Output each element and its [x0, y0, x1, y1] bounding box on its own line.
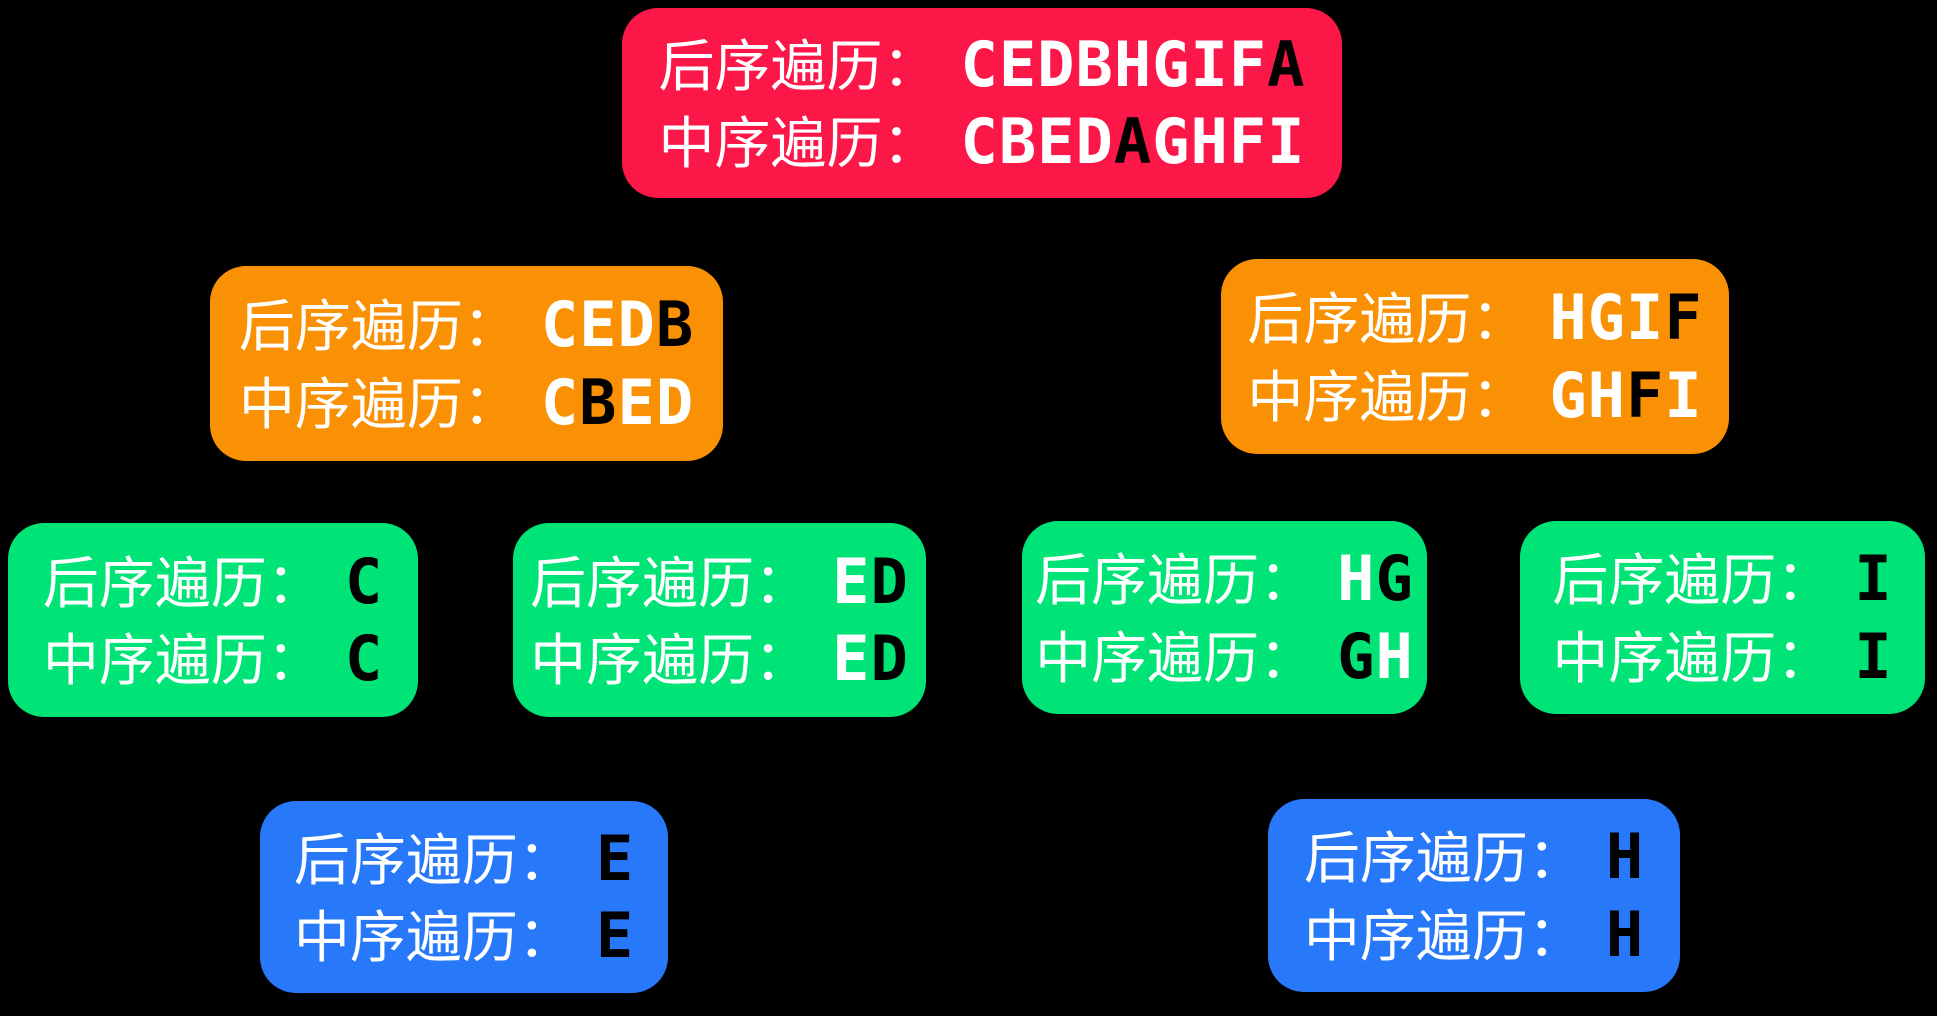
inorder-label: 中序遍历： — [238, 372, 519, 436]
postorder-letters: HG — [1337, 542, 1414, 615]
node-leaf-i: 后序遍历： I 中序遍历： I — [1520, 521, 1925, 714]
inorder-line: 中序遍历： ED — [530, 624, 909, 693]
letter-run: CEDBHGIF — [960, 27, 1268, 101]
highlighted-letter: E — [595, 821, 635, 895]
letter-run: HGI — [1549, 281, 1665, 355]
postorder-label: 后序遍历： — [238, 295, 519, 359]
inorder-letters: ED — [832, 622, 909, 695]
letter-run: CED — [540, 288, 656, 362]
inorder-label: 中序遍历： — [1552, 626, 1833, 690]
postorder-line: 后序遍历： ED — [530, 545, 909, 618]
highlighted-letter: F — [1626, 358, 1665, 432]
letter-run: GH — [1549, 358, 1626, 432]
postorder-label: 后序遍历： — [530, 551, 811, 615]
inorder-line: 中序遍历： CBEDAGHFI — [659, 107, 1306, 176]
highlighted-letter: D — [870, 622, 909, 695]
inorder-label: 中序遍历： — [1303, 904, 1584, 968]
letter-run: CBED — [960, 105, 1114, 178]
postorder-label: 后序遍历： — [1303, 827, 1584, 891]
highlighted-letter: F — [1664, 281, 1703, 355]
inorder-line: 中序遍历： C — [43, 624, 383, 693]
inorder-letters: C — [345, 622, 383, 695]
postorder-letters: ED — [832, 545, 909, 618]
highlighted-letter: D — [870, 544, 909, 618]
highlighted-letter: C — [344, 544, 384, 618]
postorder-letters: H — [1606, 820, 1644, 893]
inorder-letters: E — [596, 899, 634, 972]
inorder-letters: CBED — [541, 366, 694, 439]
postorder-label: 后序遍历： — [42, 551, 323, 615]
inorder-line: 中序遍历： E — [294, 901, 634, 970]
node-leaf-h: 后序遍历： H 中序遍历： H — [1268, 799, 1680, 992]
letter-run: E — [832, 544, 871, 618]
letter-run: I — [1664, 358, 1703, 432]
letter-run: GHFI — [1152, 105, 1306, 178]
node-subtree-ed: 后序遍历： ED 中序遍历： ED — [513, 523, 926, 717]
postorder-letters: HGIF — [1549, 281, 1702, 354]
inorder-label: 中序遍历： — [42, 629, 323, 692]
highlighted-letter: C — [344, 622, 384, 695]
inorder-letters: I — [1854, 620, 1892, 693]
inorder-line: 中序遍历： CBED — [238, 366, 694, 439]
postorder-line: 后序遍历： I — [1552, 544, 1892, 613]
highlighted-letter: H — [1605, 897, 1645, 971]
highlighted-letter: I — [1854, 542, 1893, 616]
highlighted-letter: A — [1113, 105, 1153, 178]
highlighted-letter: G — [1337, 619, 1376, 693]
letter-run: E — [832, 622, 871, 695]
postorder-line: 后序遍历： C — [42, 545, 383, 618]
node-right-subtree: 后序遍历：HGIF 中序遍历：GHFI — [1221, 259, 1729, 454]
inorder-letters: CBEDAGHFI — [961, 105, 1306, 178]
inorder-line: 中序遍历： I — [1552, 620, 1892, 693]
postorder-label: 后序遍历： — [293, 828, 574, 892]
node-leaf-e: 后序遍历： E 中序遍历： E — [260, 801, 668, 993]
postorder-letters: CEDBHGIFA — [961, 28, 1306, 101]
highlighted-letter: G — [1375, 542, 1414, 616]
postorder-label: 后序遍历： — [1552, 549, 1833, 613]
node-root-subtree: 后序遍历：CEDBHGIFA 中序遍历：CBEDAGHFI — [622, 8, 1342, 198]
letter-run: ED — [617, 365, 695, 439]
postorder-letters: C — [345, 545, 383, 618]
postorder-label: 后序遍历： — [1035, 549, 1316, 613]
node-subtree-hg: 后序遍历： HG 中序遍历： GH — [1022, 521, 1427, 714]
inorder-label: 中序遍历： — [293, 906, 574, 969]
postorder-line: 后序遍历： CEDBHGIFA — [658, 28, 1306, 101]
letter-run: H — [1375, 619, 1414, 693]
inorder-line: 中序遍历： H — [1303, 898, 1644, 971]
node-left-subtree: 后序遍历：CEDB 中序遍历：CBED — [210, 266, 723, 461]
inorder-line: 中序遍历： GH — [1035, 620, 1414, 693]
highlighted-letter: A — [1267, 27, 1306, 101]
postorder-line: 后序遍历： HG — [1035, 544, 1414, 613]
highlighted-letter: E — [595, 899, 635, 972]
inorder-letters: H — [1606, 898, 1644, 971]
postorder-label: 后序遍历： — [658, 34, 939, 98]
inorder-letters: GHFI — [1549, 359, 1702, 432]
highlighted-letter: B — [655, 288, 695, 362]
inorder-label: 中序遍历： — [530, 629, 811, 692]
inorder-label: 中序遍历： — [1247, 365, 1528, 429]
highlighted-letter: B — [579, 365, 618, 439]
letter-run: C — [540, 365, 580, 439]
postorder-line: 后序遍历： E — [293, 822, 634, 895]
letter-run: H — [1337, 542, 1376, 616]
node-leaf-c: 后序遍历： C 中序遍历： C — [8, 523, 418, 717]
postorder-letters: I — [1854, 542, 1892, 615]
highlighted-letter: H — [1605, 820, 1645, 894]
postorder-label: 后序遍历： — [1247, 288, 1528, 352]
postorder-letters: E — [596, 822, 634, 895]
postorder-line: 后序遍历： CEDB — [239, 290, 694, 359]
inorder-label: 中序遍历： — [1035, 626, 1316, 690]
inorder-letters: GH — [1337, 620, 1414, 693]
inorder-line: 中序遍历： GHFI — [1247, 359, 1702, 432]
postorder-line: 后序遍历： HGIF — [1247, 283, 1702, 352]
postorder-line: 后序遍历： H — [1304, 822, 1644, 891]
inorder-label: 中序遍历： — [658, 112, 939, 175]
highlighted-letter: I — [1854, 619, 1893, 693]
postorder-letters: CEDB — [541, 288, 694, 361]
